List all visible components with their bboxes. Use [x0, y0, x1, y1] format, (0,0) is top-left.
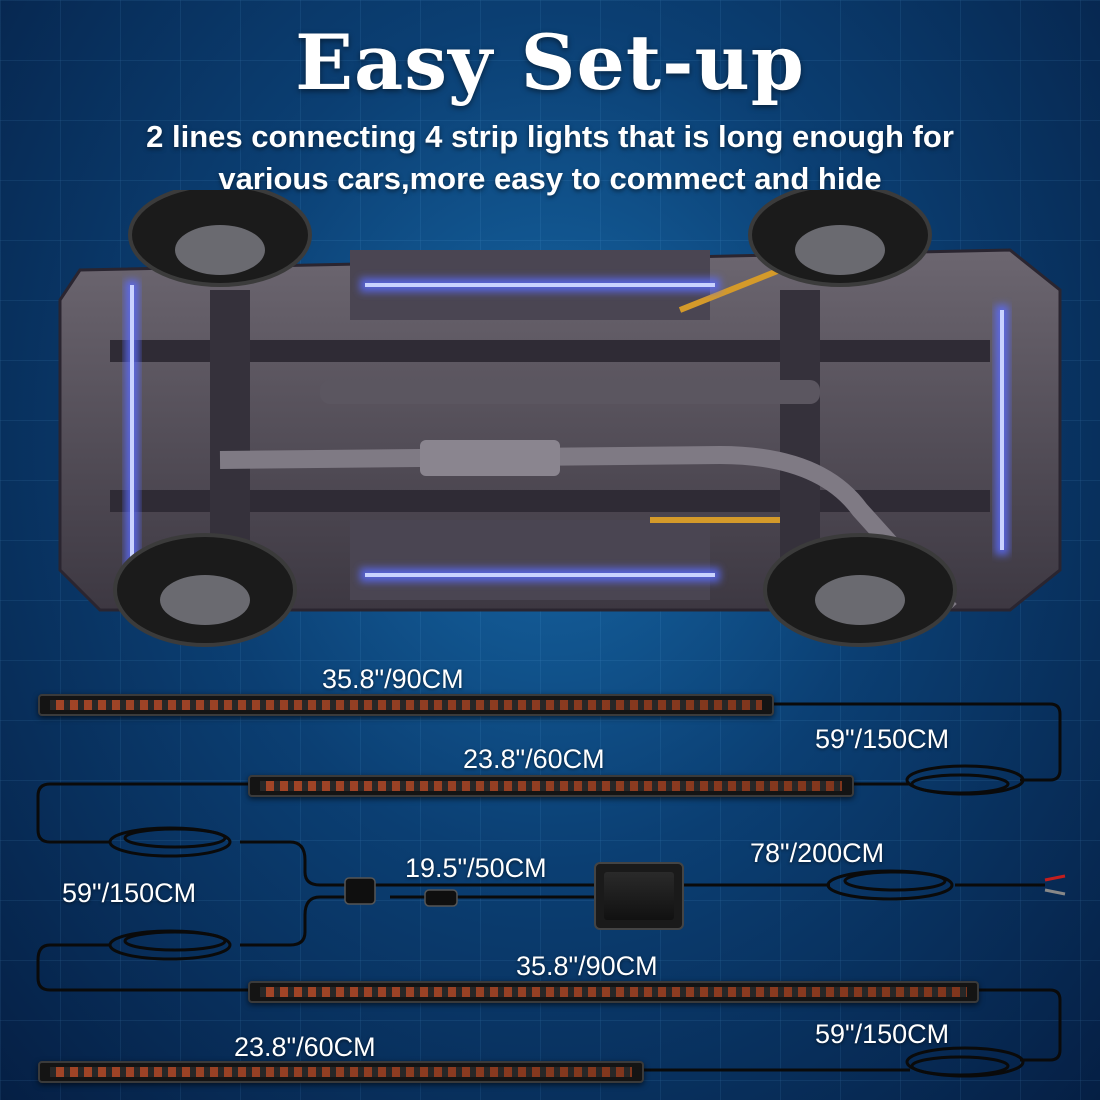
label-strip-top-90cm: 35.8"/90CM	[322, 664, 464, 694]
label-strip-bottom-90cm: 35.8"/90CM	[516, 951, 658, 981]
label-strip-bottom-60cm: 23.8"/60CM	[234, 1032, 376, 1062]
label-cable-bottom-150cm: 59"/150CM	[815, 1019, 950, 1049]
controller-box	[594, 862, 684, 930]
label-cable-50cm: 19.5"/50CM	[405, 853, 547, 883]
led-strip-top-90cm	[38, 694, 774, 716]
led-strip-bottom-90cm	[248, 981, 979, 1003]
page-title: Easy Set-up	[295, 18, 805, 107]
page-subtitle: 2 lines connecting 4 strip lights that i…	[146, 119, 954, 196]
label-strip-top-60cm: 23.8"/60CM	[463, 744, 605, 774]
led-strip-top-60cm	[248, 775, 854, 797]
label-cable-left-150cm: 59"/150CM	[62, 878, 197, 908]
car-underside-illustration	[58, 190, 1062, 647]
led-strip-bottom-60cm	[38, 1061, 644, 1083]
label-cable-power-200cm: 78"/200CM	[750, 838, 885, 868]
label-cable-top-150cm: 59"/150CM	[815, 724, 950, 754]
